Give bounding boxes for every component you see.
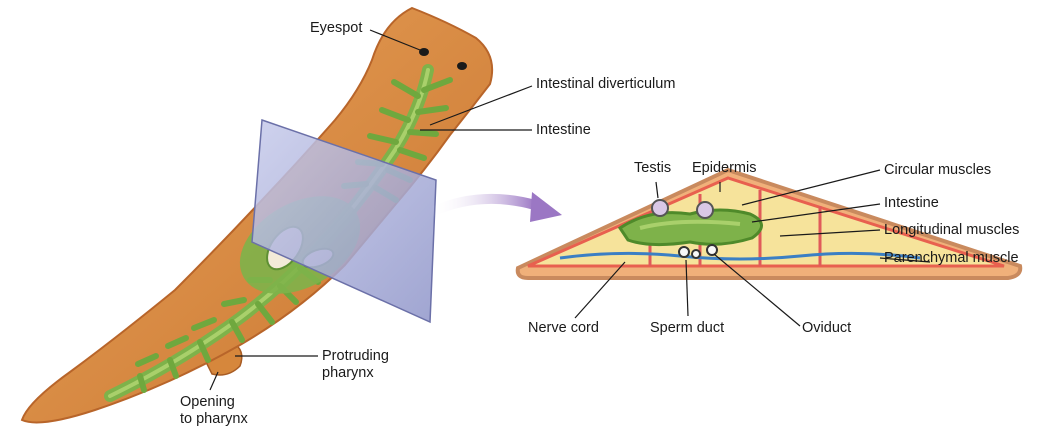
label-intestinal-diverticulum: Intestinal diverticulum xyxy=(536,76,675,93)
label-oviduct: Oviduct xyxy=(802,320,851,337)
transition-arrow xyxy=(432,199,535,212)
label-intestine-body: Intestine xyxy=(536,122,591,139)
label-sperm-duct: Sperm duct xyxy=(650,320,724,337)
label-nerve-cord: Nerve cord xyxy=(528,320,599,337)
eyespot-right xyxy=(457,62,467,70)
label-longitudinal-muscles: Longitudinal muscles xyxy=(884,222,1019,239)
label-protruding-pharynx: Protruding pharynx xyxy=(322,348,389,382)
label-opening-to-pharynx: Opening to pharynx xyxy=(180,394,248,428)
label-epidermis: Epidermis xyxy=(692,160,756,177)
label-testis: Testis xyxy=(634,160,671,177)
label-intestine-section: Intestine xyxy=(884,195,939,212)
label-eyespot: Eyespot xyxy=(310,20,362,37)
label-parenchymal-muscle: Parenchymal muscle xyxy=(884,250,1019,267)
eyespot-left xyxy=(419,48,429,56)
label-circular-muscles: Circular muscles xyxy=(884,162,991,179)
